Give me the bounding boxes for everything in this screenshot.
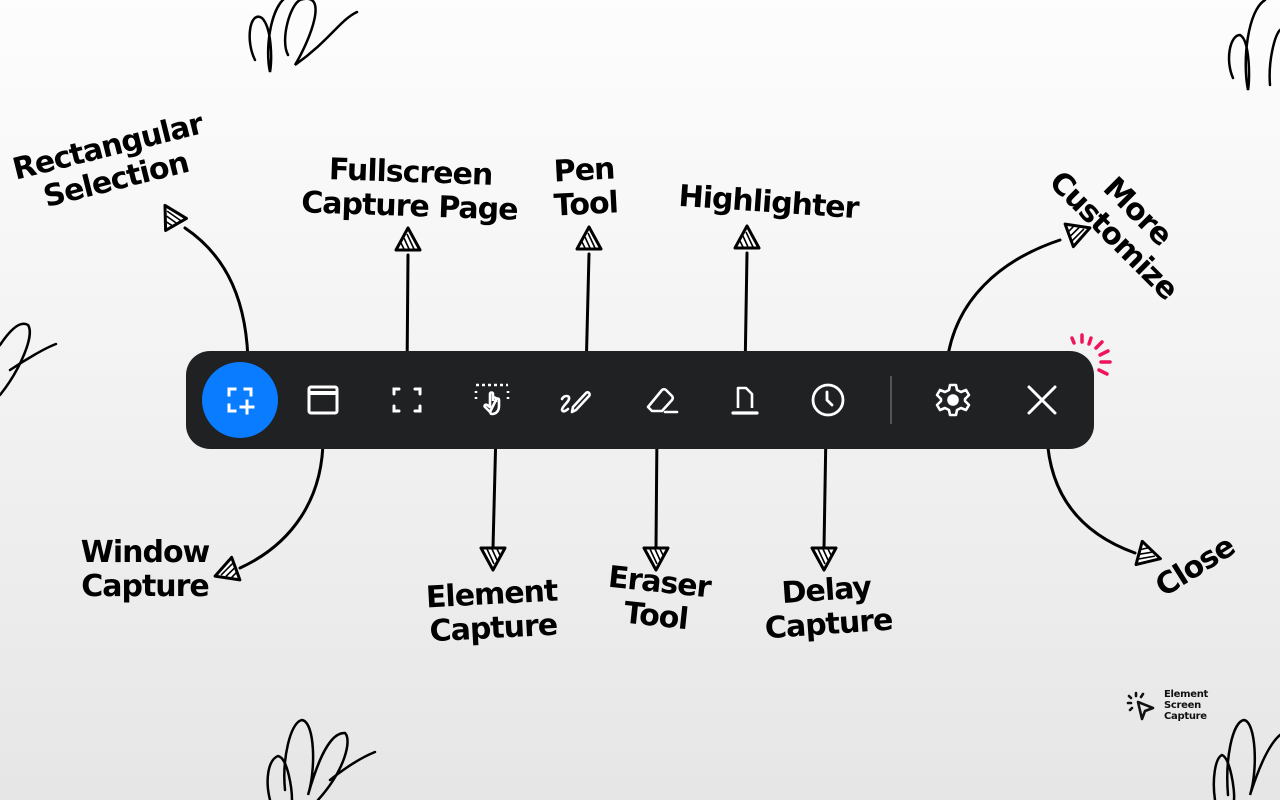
label-window-capture: Window Capture: [80, 535, 211, 604]
rectangular-selection-button[interactable]: [202, 362, 278, 438]
label-pen-tool: Pen Tool: [552, 151, 619, 224]
rectangle-select-plus-icon: [227, 387, 255, 415]
close-button[interactable]: [1007, 365, 1077, 435]
eraser-tool-button[interactable]: [626, 365, 696, 435]
close-icon: [1027, 385, 1057, 415]
highlighter-icon: [731, 386, 759, 415]
highlighter-button[interactable]: [710, 365, 780, 435]
fullscreen-corners-icon: [392, 387, 422, 413]
pen-icon: [560, 391, 591, 414]
gear-icon: [935, 383, 971, 417]
label-delay-capture: Delay Capture: [763, 569, 894, 647]
label-fullscreen-capture: Fullscreen Capture Page: [300, 152, 519, 228]
pen-tool-button[interactable]: [541, 365, 611, 435]
label-more-customize: More Customize: [1042, 164, 1185, 307]
label-element-capture: Element Capture: [425, 573, 559, 650]
label-close: Close: [1149, 528, 1242, 605]
element-pointer-hand-icon: [474, 383, 510, 416]
label-eraser-tool: Eraser Tool: [606, 559, 713, 638]
window-icon: [307, 385, 339, 415]
element-capture-button[interactable]: [457, 365, 527, 435]
fullscreen-capture-button[interactable]: [372, 365, 442, 435]
more-customize-button[interactable]: [918, 365, 988, 435]
capture-toolbar: [186, 351, 1094, 449]
brand-name: Element Screen Capture: [1164, 689, 1209, 722]
label-rectangular-selection: Rectangular Selection: [9, 106, 207, 215]
eraser-icon: [646, 387, 679, 414]
clock-icon: [811, 383, 845, 417]
brand-logo: Element Screen Capture: [1126, 689, 1208, 722]
cursor-click-icon: [1126, 691, 1155, 720]
label-highlighter: Highlighter: [677, 178, 860, 227]
toolbar-divider: [890, 376, 892, 424]
delay-capture-button[interactable]: [793, 365, 863, 435]
window-capture-button[interactable]: [288, 365, 358, 435]
